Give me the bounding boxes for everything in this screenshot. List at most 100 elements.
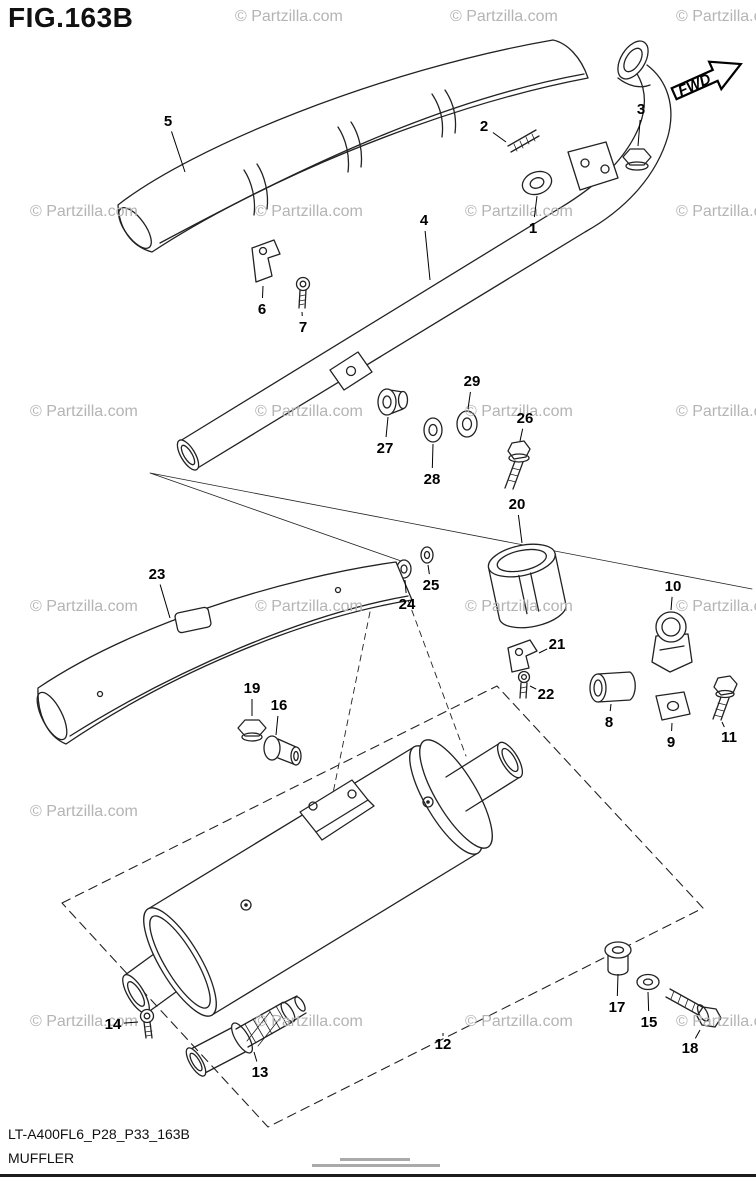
callout-leader-3 (637, 119, 641, 147)
part-stud-bolt-2 (507, 129, 540, 153)
watermark: © Partzilla.com (255, 598, 363, 615)
part-bolt-18 (665, 988, 722, 1028)
watermark: © Partzilla.com (255, 403, 363, 420)
part-bolt-11 (712, 675, 738, 721)
assembly-alignment-lines (149, 472, 753, 799)
part-screw-14 (139, 1008, 155, 1039)
watermark: © Partzilla.com (676, 598, 756, 615)
callout-20: 20 (509, 496, 526, 513)
callout-leader-11 (721, 721, 725, 728)
callout-1: 1 (529, 220, 537, 237)
watermark: © Partzilla.com (676, 8, 756, 25)
part-connector-cover-20 (487, 543, 567, 629)
watermark: © Partzilla.com (676, 203, 756, 220)
watermark: © Partzilla.com (676, 403, 756, 420)
callout-8: 8 (605, 714, 613, 731)
callout-7: 7 (299, 319, 307, 336)
watermark-layer: © Partzilla.com © Partzilla.com © Partzill… (30, 8, 756, 1030)
callout-leader-26 (519, 428, 524, 442)
part-code: LT-A400FL6_P28_P33_163B (8, 1126, 190, 1142)
fine-print-line-1 (340, 1158, 410, 1161)
callout-leader-17 (616, 973, 619, 997)
callout-leader-18 (694, 1029, 701, 1039)
callout-leader-27 (385, 416, 389, 438)
callout-leader-4 (424, 230, 431, 281)
callout-29: 29 (464, 373, 481, 390)
callout-leader-6 (261, 285, 264, 299)
callout-18: 18 (682, 1040, 699, 1057)
callout-19: 19 (244, 680, 261, 697)
part-screw-7 (295, 276, 311, 309)
part-nut-19 (237, 719, 267, 742)
watermark: © Partzilla.com (450, 8, 558, 25)
callout-9: 9 (667, 734, 675, 751)
callout-28: 28 (424, 471, 441, 488)
callout-16: 16 (271, 697, 288, 714)
callout-24: 24 (399, 596, 416, 613)
callout-10: 10 (665, 578, 682, 595)
part-clamp-6 (251, 239, 281, 283)
part-washer-15 (636, 973, 660, 991)
callout-25: 25 (423, 577, 440, 594)
part-washer-28 (423, 417, 443, 443)
part-spark-arrestor-13 (185, 995, 307, 1077)
callout-23: 23 (149, 566, 166, 583)
callout-leader-14 (123, 1021, 139, 1024)
watermark: © Partzilla.com (255, 1013, 363, 1030)
callout-6: 6 (258, 301, 266, 318)
fine-print-line-2 (312, 1164, 440, 1167)
callout-leader-24 (404, 579, 407, 594)
part-washer-25 (420, 546, 434, 564)
part-washer-29 (456, 410, 478, 438)
part-cushion-17 (604, 941, 632, 976)
watermark: © Partzilla.com (235, 8, 343, 25)
callout-13: 13 (252, 1064, 269, 1081)
watermark: © Partzilla.com (255, 203, 363, 220)
part-bracket-9 (655, 691, 691, 721)
callout-leader-8 (609, 703, 612, 712)
callout-26: 26 (517, 410, 534, 427)
watermark: © Partzilla.com (30, 403, 138, 420)
callout-leader-2 (492, 132, 507, 143)
callout-leader-15 (647, 991, 650, 1012)
figure-title: FIG.163B (8, 2, 134, 33)
callout-leader-13 (253, 1051, 258, 1062)
part-muffler-clamp-10 (651, 611, 693, 673)
callout-3: 3 (637, 101, 645, 118)
assembly-dashed-box (61, 685, 704, 1128)
callout-leader-16 (275, 715, 279, 736)
part-bolt-26 (504, 440, 531, 490)
watermark: © Partzilla.com (30, 1013, 138, 1030)
callout-2: 2 (480, 118, 488, 135)
part-muffler-body-12 (122, 739, 524, 1017)
part-name: MUFFLER (8, 1150, 75, 1166)
callout-leader-21 (538, 648, 548, 654)
callout-leader-29 (467, 391, 471, 410)
callout-22: 22 (538, 686, 555, 703)
watermark: © Partzilla.com (465, 1013, 573, 1030)
part-heat-shield-upper (117, 39, 589, 253)
fwd-label: FWD (675, 70, 713, 99)
callout-leader-1 (533, 195, 538, 218)
callout-11: 11 (721, 729, 737, 746)
callout-leader-20 (517, 514, 523, 544)
part-exhaust-pipe (176, 40, 672, 471)
watermark: © Partzilla.com (465, 203, 573, 220)
part-muffler-cover-23 (36, 561, 413, 745)
callout-4: 4 (420, 212, 429, 229)
callout-15: 15 (641, 1014, 658, 1031)
part-bracket-21 (507, 639, 538, 673)
callout-17: 17 (609, 999, 626, 1016)
watermark: © Partzilla.com (465, 598, 573, 615)
part-mounting-16 (263, 735, 302, 766)
callout-leader-23 (159, 584, 171, 619)
callout-14: 14 (105, 1016, 122, 1033)
callout-21: 21 (549, 636, 566, 653)
watermark: © Partzilla.com (676, 1013, 756, 1030)
watermark: © Partzilla.com (30, 598, 138, 615)
diagram-line-art (36, 39, 753, 1128)
part-nut-3 (622, 148, 652, 171)
